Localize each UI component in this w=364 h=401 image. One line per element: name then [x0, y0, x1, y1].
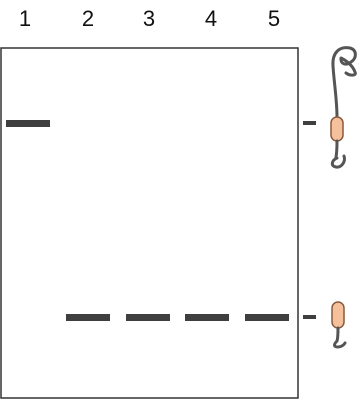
marker-tick-upper	[303, 121, 316, 125]
lane-label-3: 3	[142, 6, 156, 31]
full-length-protein-icon	[330, 46, 357, 169]
marker-tick-lower	[303, 315, 316, 319]
lane-label-2: 2	[81, 6, 95, 31]
band-lane-1	[6, 120, 50, 127]
band-lane-4	[185, 314, 229, 321]
band-lane-5	[245, 314, 289, 321]
lane-label-4: 4	[204, 6, 218, 31]
lane-label-1: 1	[18, 6, 32, 31]
band-lane-2	[66, 314, 110, 321]
gel-frame	[0, 47, 299, 399]
truncated-protein-icon	[331, 301, 347, 349]
lane-label-5: 5	[267, 6, 281, 31]
band-lane-3	[126, 314, 170, 321]
